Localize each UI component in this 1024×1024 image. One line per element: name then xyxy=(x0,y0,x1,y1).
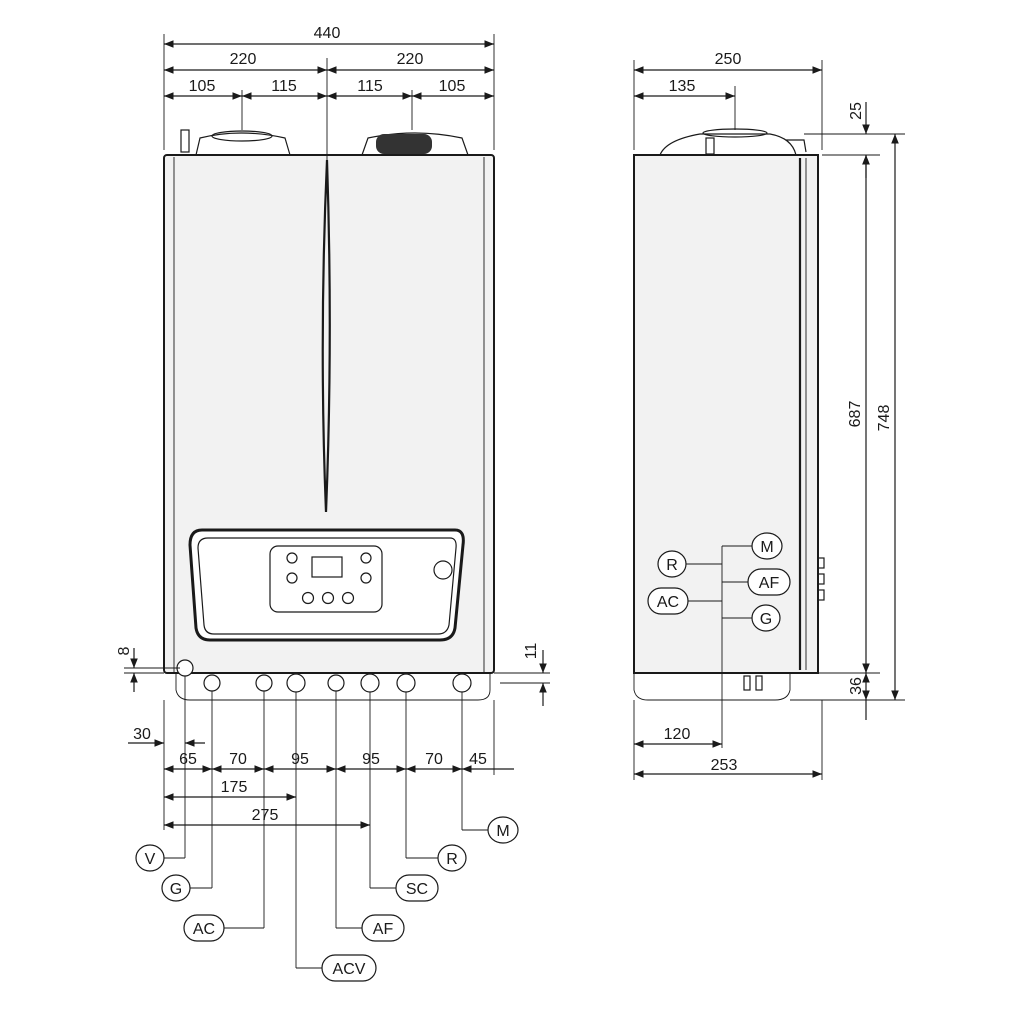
front-bottom-dimensions: 65 70 95 95 70 45 175 275 xyxy=(163,676,514,968)
connection-af-icon xyxy=(327,674,345,692)
label-ac-bubble xyxy=(183,914,225,942)
side-knob xyxy=(817,557,825,569)
label-g: G xyxy=(170,881,182,898)
side-knob xyxy=(817,573,825,585)
label-ac: AC xyxy=(193,921,215,938)
button-icon xyxy=(360,572,372,584)
side-bottom-cover xyxy=(633,673,791,701)
controller-display-housing xyxy=(269,545,383,613)
dim-side-120: 120 xyxy=(664,726,691,743)
connection-r-icon xyxy=(396,673,416,693)
dim-side-687: 687 xyxy=(847,401,864,428)
dim-segment-4: 105 xyxy=(439,78,466,95)
dim-175: 175 xyxy=(221,779,248,796)
side-label-g: G xyxy=(760,611,772,628)
side-pipe-stub xyxy=(743,675,751,691)
label-r-bubble xyxy=(437,844,467,872)
button-icon xyxy=(321,591,335,605)
dim-half-left: 220 xyxy=(230,51,257,68)
button-icon xyxy=(341,591,355,605)
label-af-bubble xyxy=(361,914,405,942)
side-knob xyxy=(817,589,825,601)
label-acv: ACV xyxy=(333,961,366,978)
dim-side-25: 25 xyxy=(848,102,865,120)
dim-overall-width: 440 xyxy=(314,25,341,42)
flue-ring-left xyxy=(211,130,273,142)
dim-offset-30: 30 xyxy=(133,726,151,743)
side-flue-ring xyxy=(702,128,768,138)
side-label-m: M xyxy=(760,539,773,556)
flue-adapter-right xyxy=(376,134,432,154)
side-label-af-bubble xyxy=(747,568,791,596)
side-label-r: R xyxy=(666,557,678,574)
dim-bottom-70b: 70 xyxy=(425,751,443,768)
dim-offset-11: 11 xyxy=(523,643,540,660)
connection-ac-icon xyxy=(255,674,273,692)
side-label-af: AF xyxy=(759,575,780,592)
button-icon xyxy=(286,552,298,564)
dim-bottom-95a: 95 xyxy=(291,751,309,768)
vent-stub xyxy=(180,129,190,153)
dim-bottom-65: 65 xyxy=(179,751,197,768)
dim-bottom-45: 45 xyxy=(469,751,487,768)
lcd-screen xyxy=(311,556,343,578)
side-label-r-bubble xyxy=(657,550,687,578)
label-acv-bubble xyxy=(321,954,377,982)
front-small-dimensions: 8 11 30 xyxy=(116,643,550,747)
side-label-ac: AC xyxy=(657,594,679,611)
connection-m-icon xyxy=(452,673,472,693)
dim-offset-8: 8 xyxy=(116,646,133,655)
label-sc-bubble xyxy=(395,874,439,902)
front-connection-labels: V G AC ACV AF SC R M xyxy=(135,816,519,982)
boiler-casing-side xyxy=(633,154,819,674)
button-icon xyxy=(286,572,298,584)
dim-segment-3: 115 xyxy=(357,78,383,95)
side-flue-outlet xyxy=(659,133,797,156)
dim-side-250: 250 xyxy=(715,51,742,68)
side-label-g-bubble xyxy=(751,604,781,632)
bottom-cover xyxy=(175,673,491,701)
label-m: M xyxy=(496,823,509,840)
label-r: R xyxy=(446,851,458,868)
dim-275: 275 xyxy=(252,807,279,824)
side-label-ac-bubble xyxy=(647,587,689,615)
dim-side-135: 135 xyxy=(669,78,696,95)
dim-bottom-95b: 95 xyxy=(362,751,380,768)
side-bracket xyxy=(786,139,807,153)
side-connection-labels: M R AF AC G xyxy=(647,532,791,748)
connection-g-icon xyxy=(203,674,221,692)
side-vent-stub xyxy=(705,137,715,155)
label-sc: SC xyxy=(406,881,428,898)
label-af: AF xyxy=(373,921,394,938)
front-crease xyxy=(321,159,331,513)
connection-sc-icon xyxy=(360,673,380,693)
label-v-bubble xyxy=(135,844,165,872)
label-g-bubble xyxy=(161,874,191,902)
side-dimensions: 250 135 25 687 748 36 120 253 xyxy=(633,51,905,780)
pressure-gauge-icon xyxy=(433,560,453,580)
side-label-m-bubble xyxy=(751,532,783,560)
front-view xyxy=(163,129,495,701)
front-top-dimensions: 440 220 220 105 115 115 105 xyxy=(163,25,495,160)
label-v: V xyxy=(145,851,156,868)
dim-side-748: 748 xyxy=(876,405,893,432)
side-pipe-stub xyxy=(755,675,763,691)
flue-outlet-right xyxy=(361,132,469,156)
button-icon xyxy=(360,552,372,564)
dim-half-right: 220 xyxy=(397,51,424,68)
side-view xyxy=(633,128,825,701)
control-panel-inner xyxy=(197,537,457,635)
dim-side-253: 253 xyxy=(711,757,738,774)
dim-segment-1: 105 xyxy=(189,78,216,95)
connection-acv-icon xyxy=(286,673,306,693)
dim-bottom-70a: 70 xyxy=(229,751,247,768)
button-icon xyxy=(301,591,315,605)
dim-side-36: 36 xyxy=(848,677,865,695)
label-m-bubble xyxy=(487,816,519,844)
flue-outlet-left xyxy=(195,132,291,156)
dim-segment-2: 115 xyxy=(271,78,297,95)
